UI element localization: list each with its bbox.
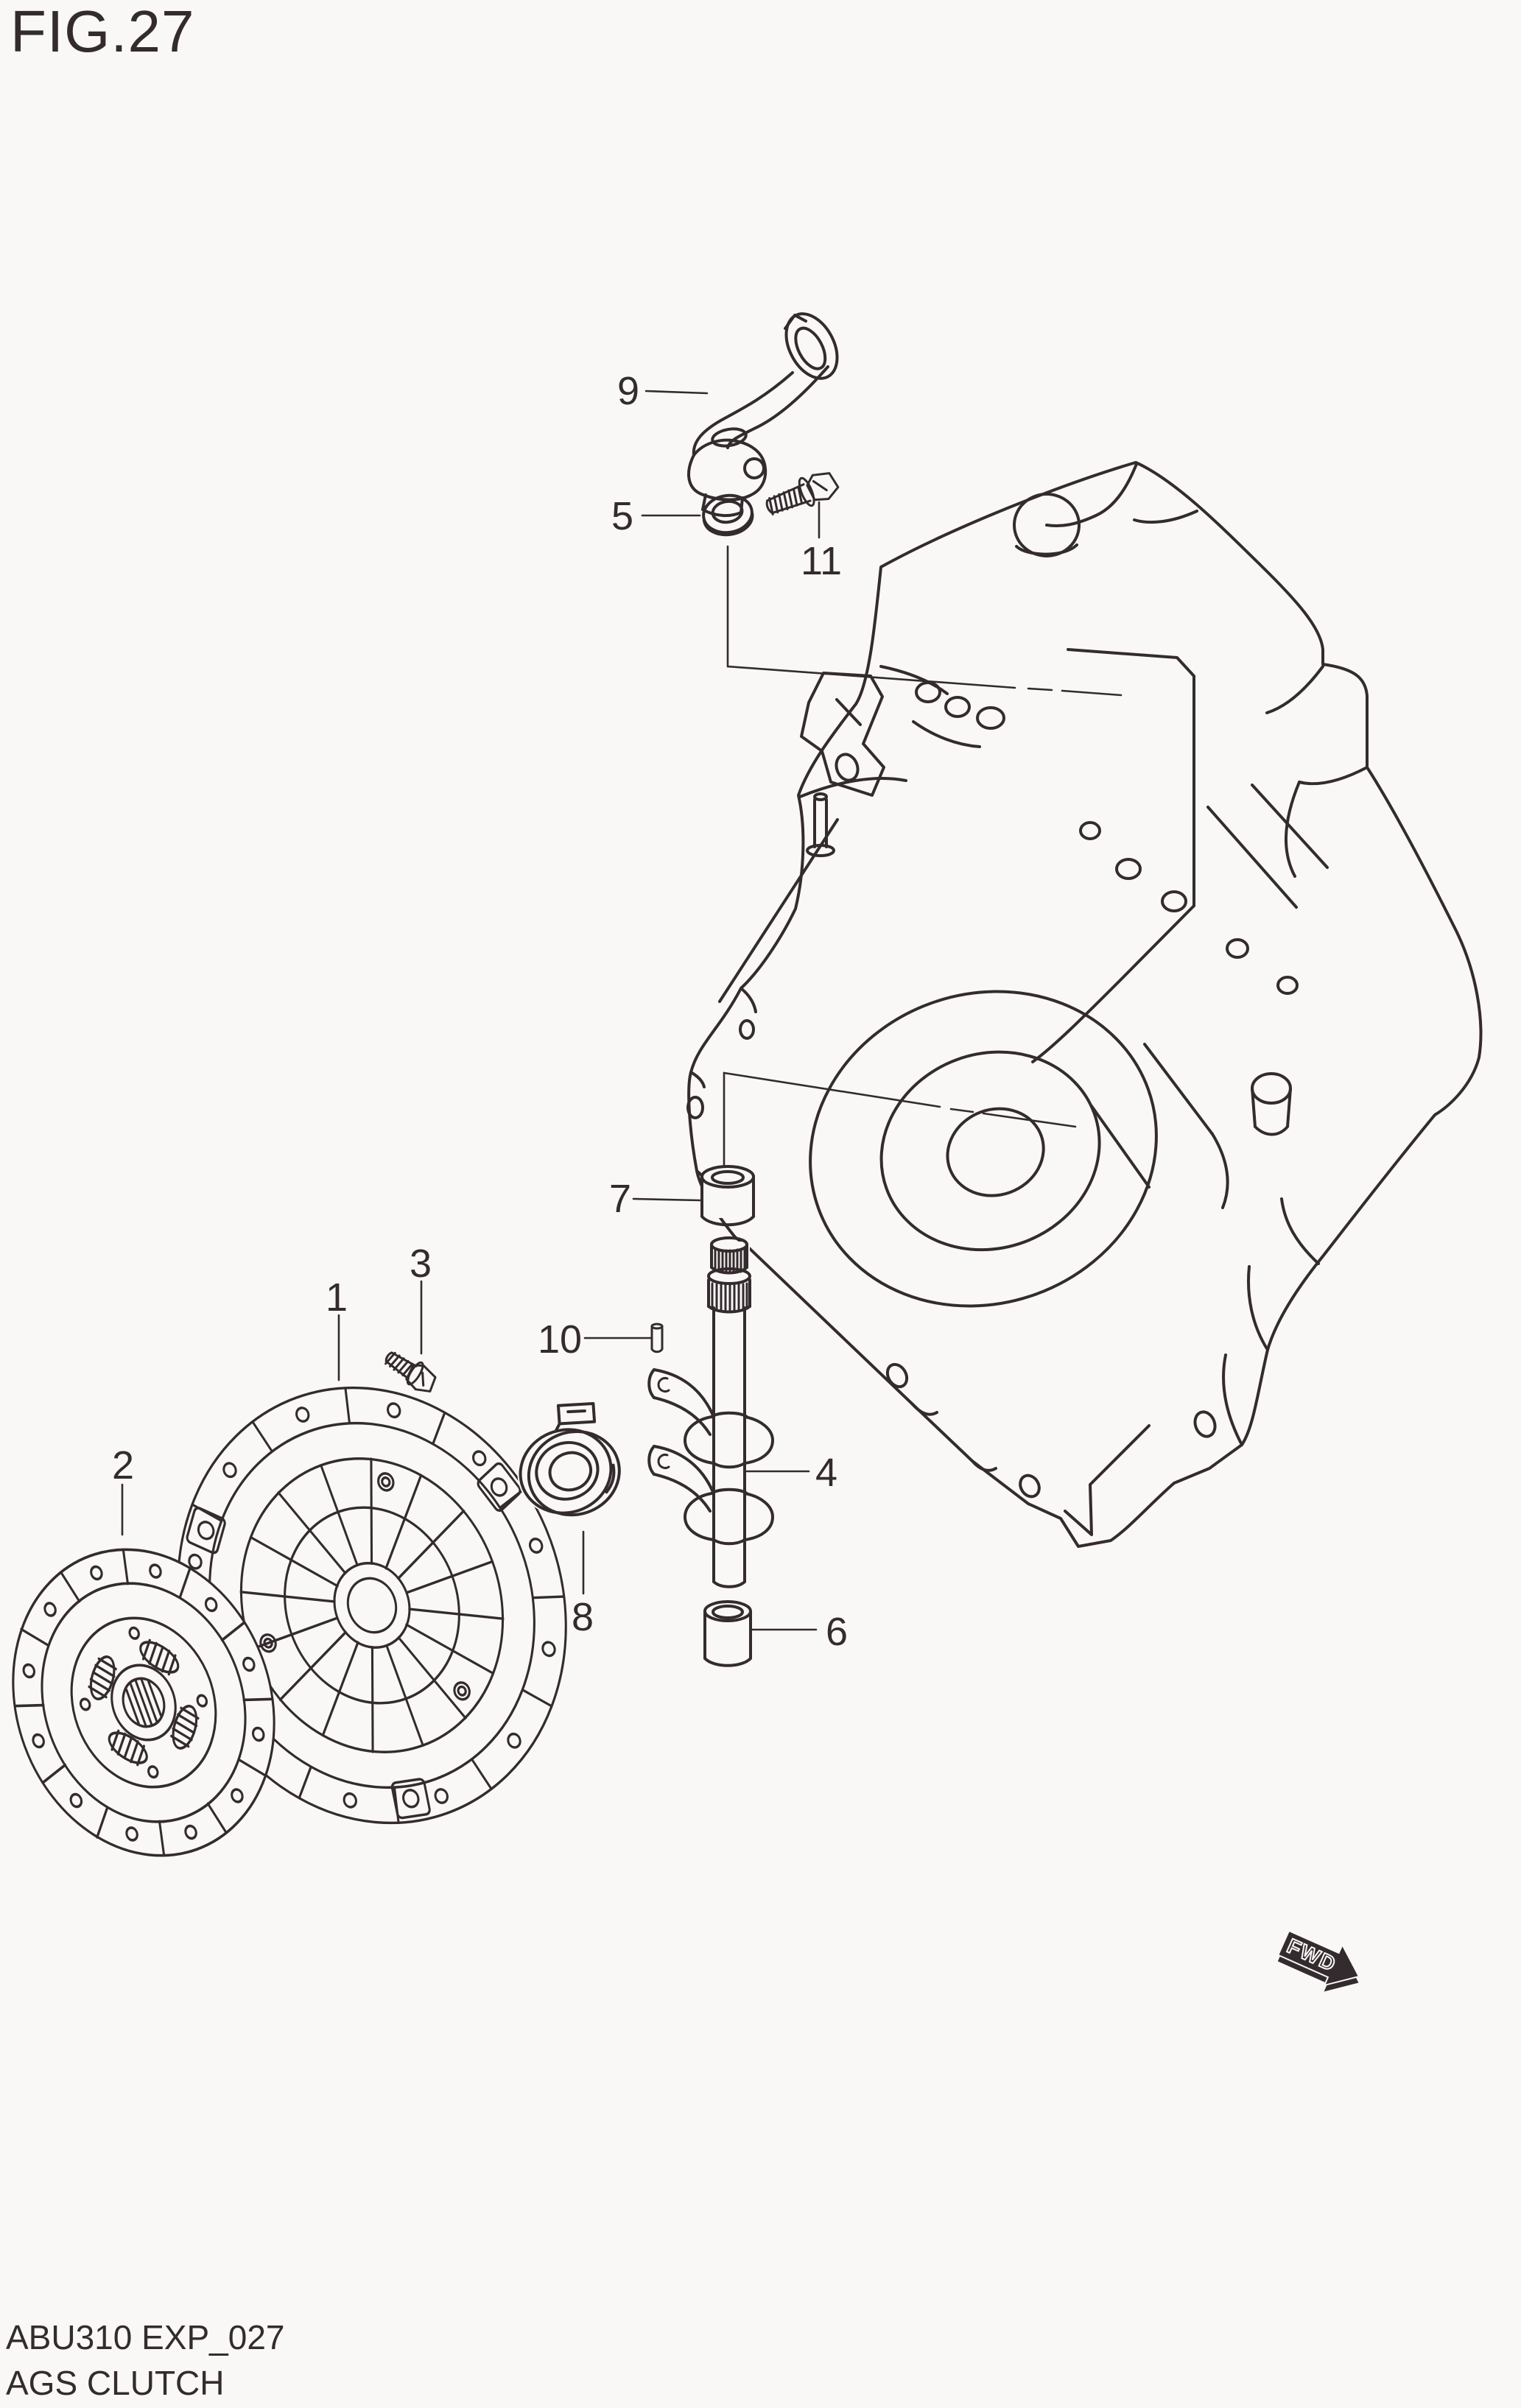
clutch-cover	[177, 1386, 567, 1825]
callout-6: 6	[826, 1610, 848, 1654]
callout-1: 1	[326, 1275, 348, 1320]
cover-bolt	[384, 1351, 437, 1393]
lower-sleeve	[703, 1600, 752, 1667]
footer-code: ABU310 EXP_027	[6, 2318, 285, 2356]
callout-3: 3	[410, 1242, 432, 1286]
fork-pin	[650, 1323, 664, 1353]
lever-bush	[702, 493, 754, 537]
callout-5: 5	[611, 494, 633, 538]
callout-9: 9	[617, 369, 639, 413]
release-bearing	[517, 1401, 621, 1517]
upper-bush	[700, 1165, 755, 1227]
fwd-arrow: FWD	[1277, 1929, 1360, 1992]
callout-labels: 1 2 3 4 5 6 7 8 9 10 11	[112, 369, 848, 1654]
fwd-arrow-body	[1277, 1929, 1360, 1987]
transaxle-housing	[686, 461, 1483, 1548]
callout-8: 8	[572, 1595, 594, 1639]
footer-name: AGS CLUTCH	[6, 2364, 224, 2402]
callout-11: 11	[801, 539, 842, 583]
callout-leaders	[121, 390, 821, 1631]
release-shaft-fork	[647, 1236, 774, 1588]
lever-bolt	[765, 472, 840, 515]
callout-4: 4	[815, 1451, 837, 1495]
release-lever	[687, 312, 839, 518]
callout-2: 2	[112, 1443, 134, 1488]
assembly-leader-lines	[723, 545, 1123, 1177]
callout-7: 7	[609, 1177, 631, 1221]
callout-10: 10	[538, 1317, 582, 1362]
figure-title: FIG.27	[10, 0, 195, 64]
clutch-disc	[12, 1548, 275, 1857]
